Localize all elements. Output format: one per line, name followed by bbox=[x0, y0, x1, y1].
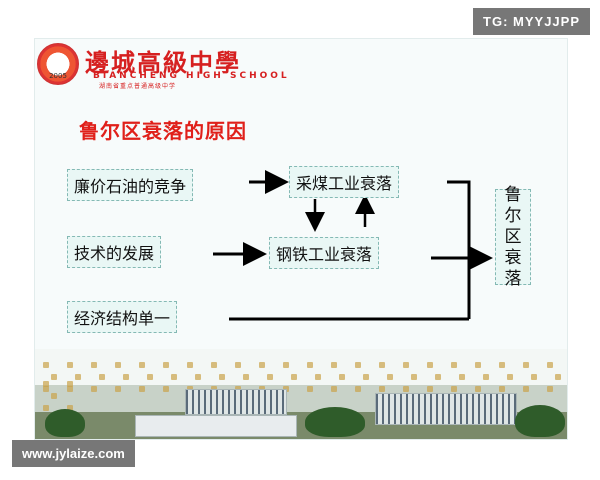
node-coal-decline: 采煤工业衰落 bbox=[289, 166, 400, 198]
node-single-structure: 经济结构单一 bbox=[67, 301, 178, 333]
school-name: 邊城高級中學 bbox=[85, 48, 241, 77]
diagram-title: 鲁尔区衰落的原因 bbox=[79, 119, 247, 143]
school-name-en: BIANCHENG HIGH SCHOOL bbox=[93, 71, 290, 81]
school-badge-icon: 2005 bbox=[37, 43, 79, 85]
badge-year: 2005 bbox=[49, 72, 67, 80]
node-steel-decline: 钢铁工业衰落 bbox=[269, 237, 380, 269]
result-char: 衰 bbox=[504, 247, 522, 268]
watermark-top-right: TG: MYYJJPP bbox=[473, 8, 590, 35]
connector-coal bbox=[447, 180, 471, 319]
building bbox=[375, 393, 517, 425]
node-ruhr-decline: 鲁 尔 区 衰 落 bbox=[495, 185, 531, 289]
node-cheap-oil: 廉价石油的竞争 bbox=[67, 169, 194, 201]
school-subtitle: 湖南省重点普通高级中学 bbox=[99, 83, 177, 90]
watermark-bottom-left: www.jylaize.com bbox=[12, 440, 135, 467]
sports-field bbox=[135, 415, 297, 437]
result-char: 落 bbox=[504, 268, 522, 289]
campus-photo bbox=[35, 349, 567, 439]
school-logo: 2005 邊城高級中學 BIANCHENG HIGH SCHOOL 湖南省重点普… bbox=[37, 41, 297, 90]
result-char: 尔 bbox=[504, 205, 522, 226]
result-char: 鲁 bbox=[504, 184, 522, 205]
slide: 2005 邊城高級中學 BIANCHENG HIGH SCHOOL 湖南省重点普… bbox=[34, 38, 568, 440]
building bbox=[185, 389, 287, 415]
result-char: 区 bbox=[504, 226, 522, 247]
node-tech: 技术的发展 bbox=[67, 236, 162, 268]
